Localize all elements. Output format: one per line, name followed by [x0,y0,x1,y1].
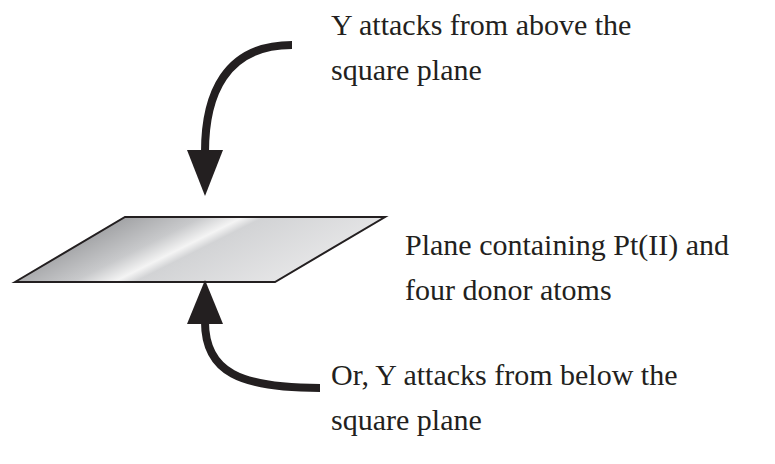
plane-label: Plane containing Pt(II) and four donor a… [405,222,771,312]
attack-arrow-above [205,45,292,152]
annotation-above: Y attacks from above the square plane [331,2,693,92]
square-plane [15,217,385,282]
arrowhead [187,150,223,196]
arrowhead [187,280,223,324]
annotation-below: Or, Y attacks from below the square plan… [331,352,756,442]
attack-arrow-below [205,322,320,388]
